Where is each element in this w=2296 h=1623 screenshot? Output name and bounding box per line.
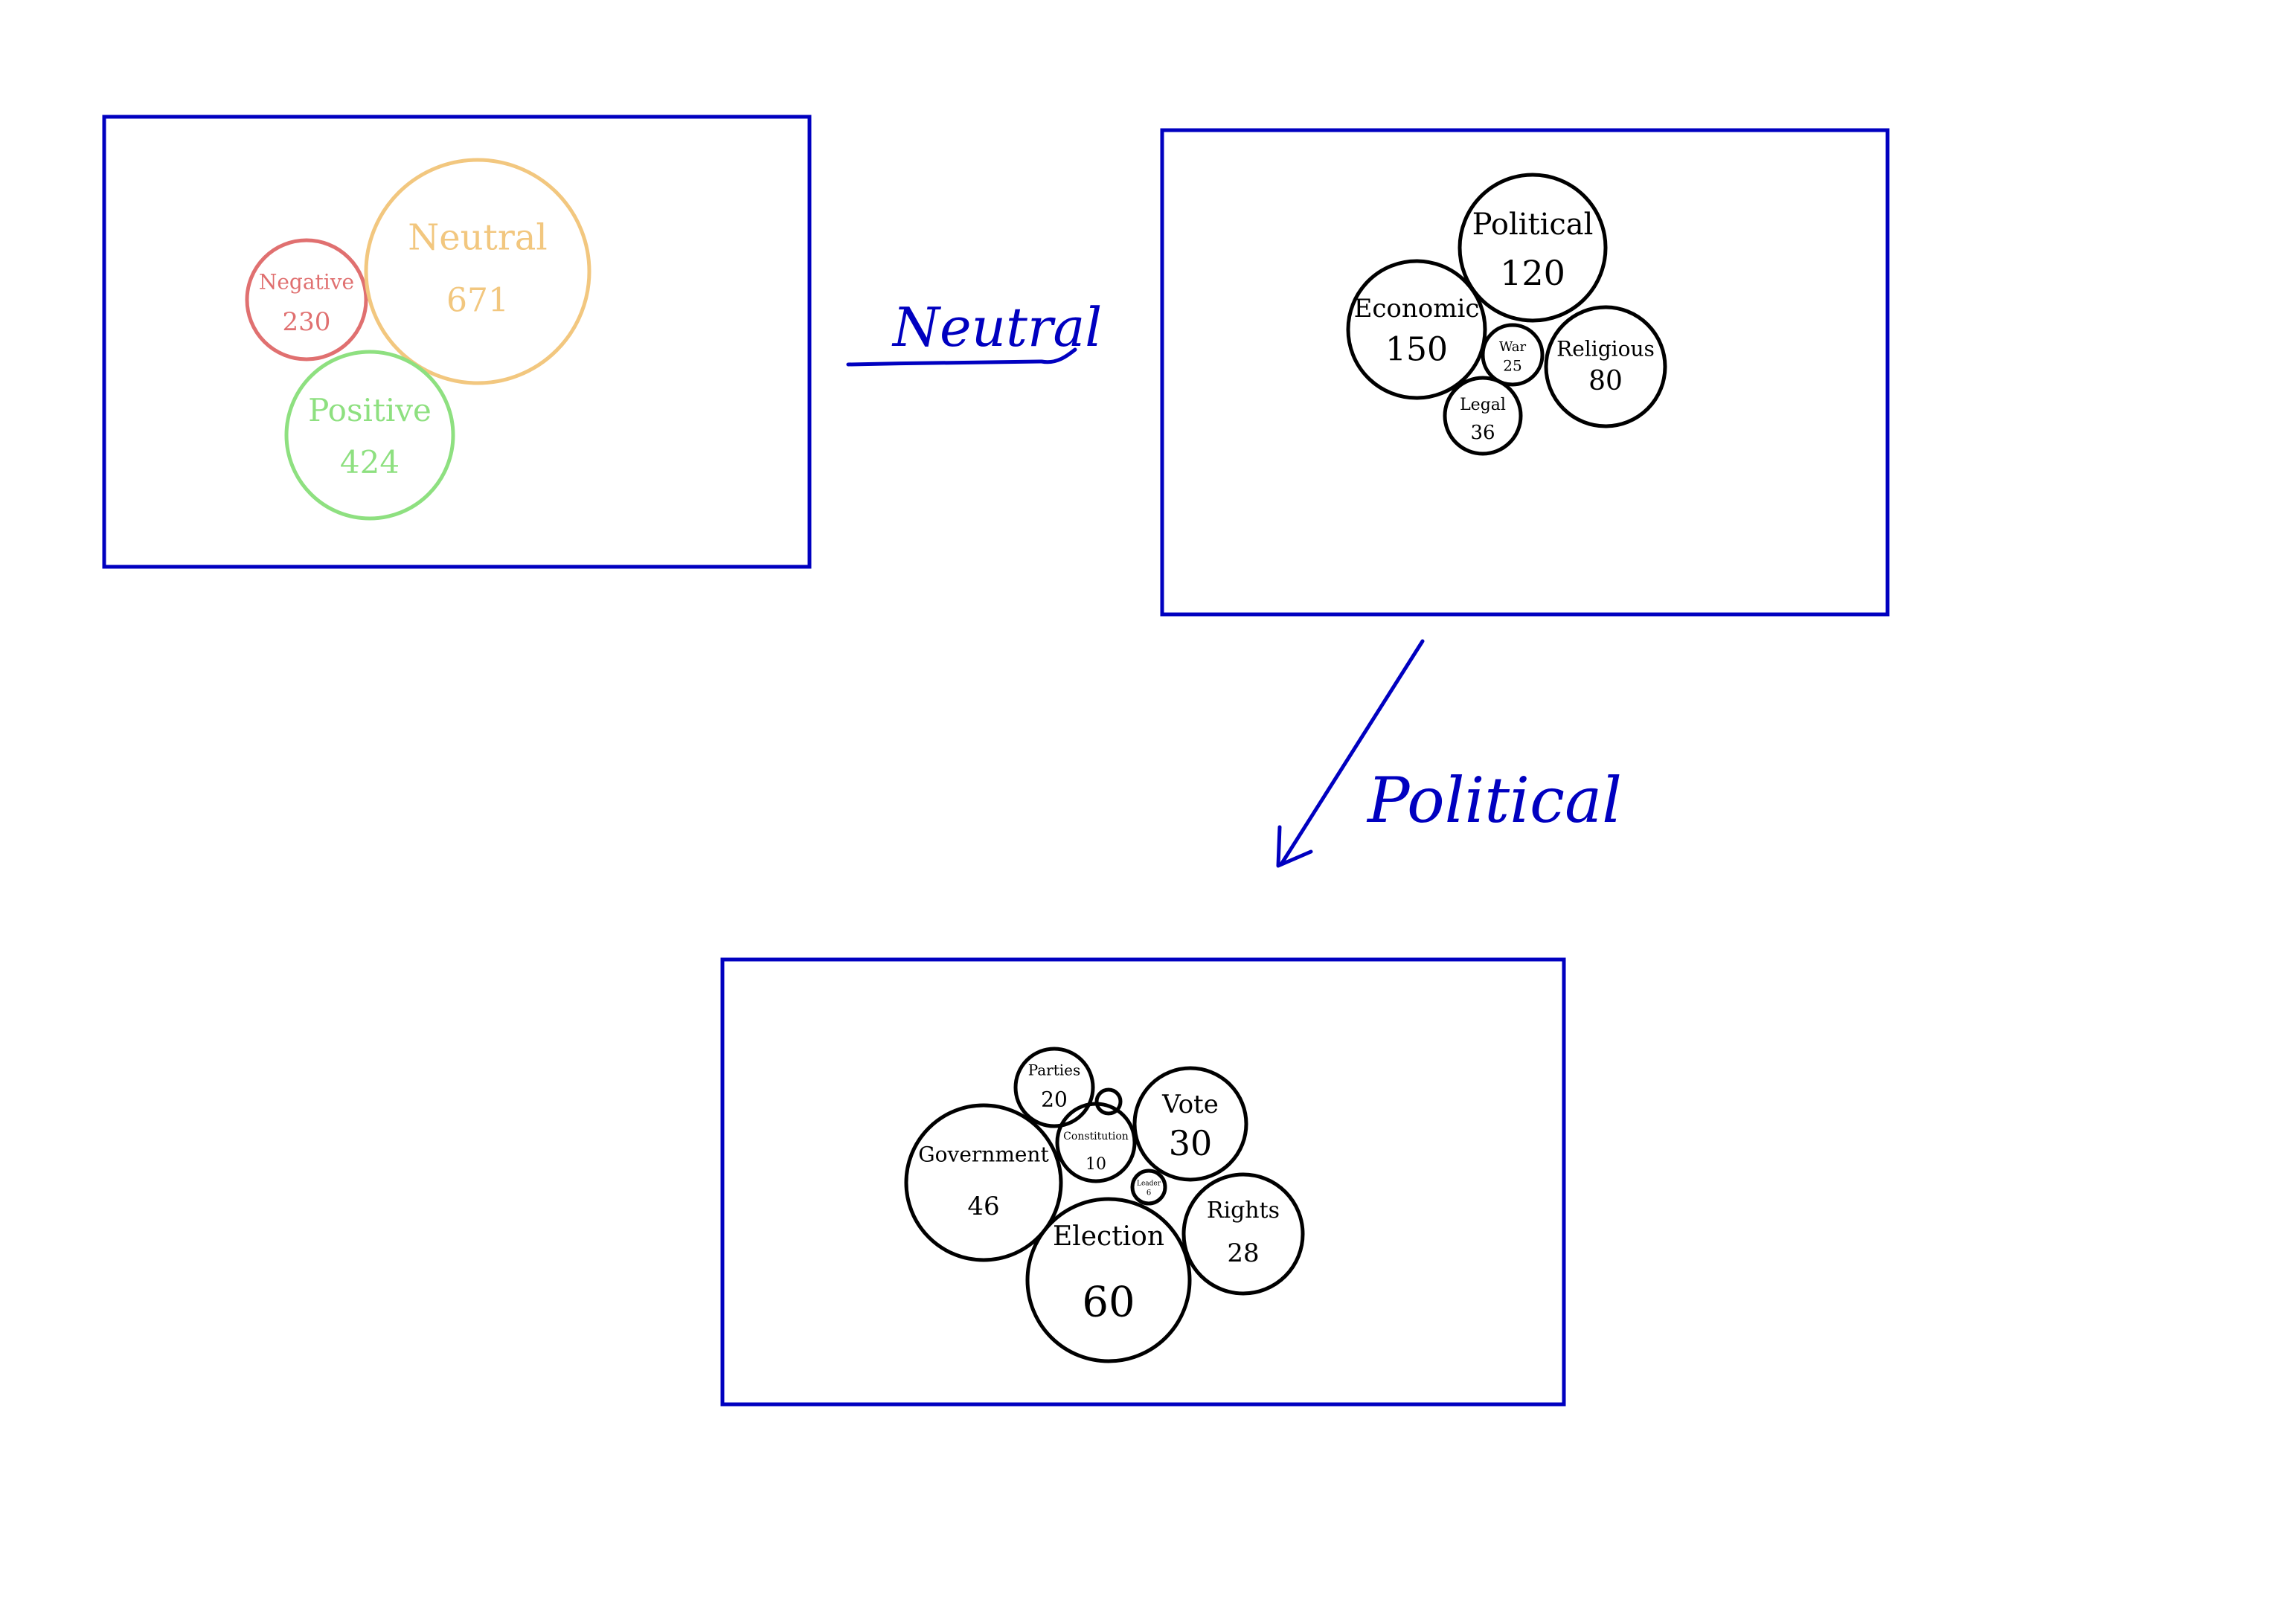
panel-frame-sentiment <box>102 115 812 569</box>
bubble-label-legal: Legal <box>1460 396 1506 414</box>
bubble-unlabeled-1 <box>1094 1087 1123 1116</box>
bubble-economic <box>1346 259 1487 400</box>
bubble-value-leader: 6 <box>1147 1189 1151 1198</box>
bubble-value-election: 60 <box>1082 1279 1135 1327</box>
bubble-value-neutral: 671 <box>446 282 509 320</box>
bubble-value-war: 25 <box>1503 357 1521 375</box>
bubble-election <box>1025 1197 1192 1363</box>
bubble-value-political: 120 <box>1500 253 1565 293</box>
bubble-value-positive: 424 <box>340 444 400 481</box>
bubble-value-parties: 20 <box>1041 1087 1068 1112</box>
bubble-negative <box>245 238 368 361</box>
bubble-positive <box>284 350 455 521</box>
bubble-value-vote: 30 <box>1169 1123 1213 1163</box>
edge-neutral-underline <box>846 347 1077 367</box>
edge-political-arrow-shaft <box>1279 639 1425 867</box>
bubble-religious <box>1544 305 1667 428</box>
bubble-value-religious: 80 <box>1588 366 1623 396</box>
bubble-legal <box>1443 376 1523 456</box>
bubble-label-government: Government <box>918 1142 1049 1167</box>
bubble-label-vote: Vote <box>1161 1090 1219 1119</box>
bubble-label-constitution: Constitution <box>1063 1131 1129 1142</box>
edge-political: Political <box>1276 639 1622 868</box>
edge-neutral-label: Neutral <box>891 296 1102 359</box>
bubble-neutral <box>364 158 591 385</box>
bubble-value-negative: 230 <box>283 307 331 337</box>
bubble-label-religious: Religious <box>1556 337 1655 361</box>
bubble-label-rights: Rights <box>1207 1198 1280 1224</box>
bubble-government <box>904 1103 1063 1262</box>
bubble-label-negative: Negative <box>259 270 354 295</box>
bubble-parties <box>1013 1047 1095 1128</box>
bubble-value-government: 46 <box>967 1192 999 1221</box>
bubble-leader <box>1130 1169 1167 1206</box>
bubble-war <box>1481 323 1545 387</box>
edge-neutral: Neutral <box>846 296 1102 367</box>
panel-political-topics-bubbles: Parties 20 Vote 30 Government 46 Constitution 1… <box>904 1047 1305 1363</box>
bubble-value-rights: 28 <box>1227 1238 1259 1268</box>
bubble-political <box>1458 173 1608 323</box>
bubble-label-parties: Parties <box>1028 1061 1081 1079</box>
edge-political-arrow-head <box>1276 825 1313 868</box>
bubble-label-economic: Economic <box>1354 294 1480 324</box>
bubble-value-constitution: 10 <box>1086 1155 1106 1174</box>
panel-frame-neutral-topics <box>1160 128 1890 617</box>
bubble-constitution <box>1055 1102 1137 1183</box>
bubble-rights <box>1181 1172 1305 1296</box>
bubble-label-election: Election <box>1053 1221 1164 1252</box>
bubble-vote <box>1132 1066 1248 1182</box>
bubble-label-neutral: Neutral <box>408 217 548 259</box>
bubble-label-political: Political <box>1472 208 1594 242</box>
bubble-label-positive: Positive <box>308 392 432 428</box>
bubble-value-economic: 150 <box>1385 331 1448 369</box>
bubble-label-leader: Leader <box>1137 1180 1161 1188</box>
panel-frame-political-topics <box>720 957 1566 1407</box>
edge-political-label: Political <box>1366 764 1622 837</box>
bubble-value-legal: 36 <box>1470 422 1495 444</box>
bubble-label-war: War <box>1499 339 1527 355</box>
